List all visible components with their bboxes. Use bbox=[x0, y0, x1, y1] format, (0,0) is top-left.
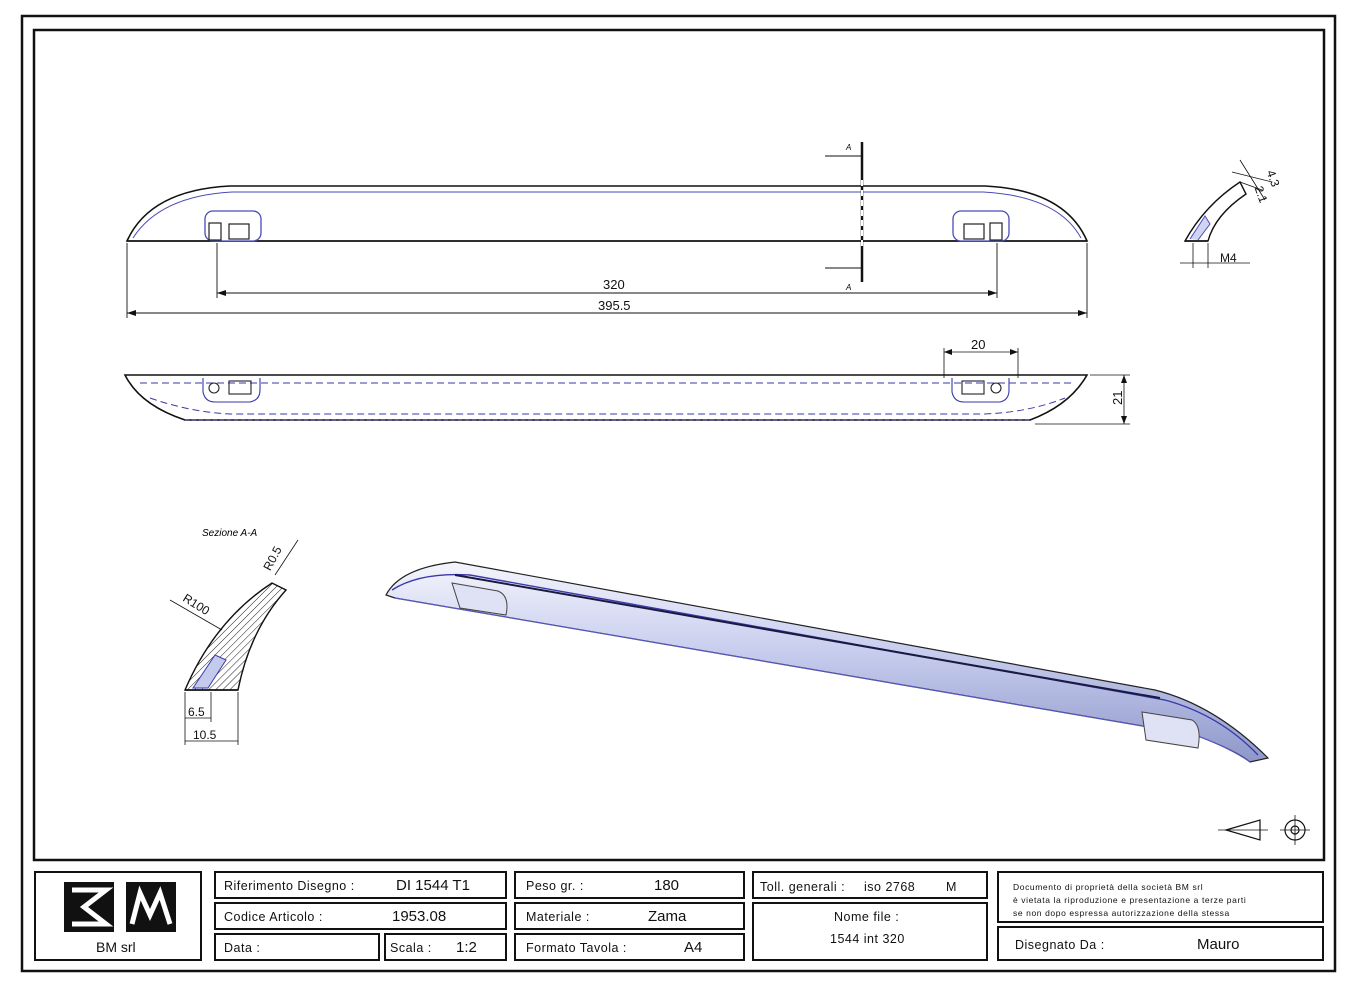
logo-cell: BM srl bbox=[34, 871, 202, 961]
copyright-note-line-3: se non dopo espressa autorizzazione dell… bbox=[1013, 908, 1230, 918]
materiale-label: Materiale : bbox=[526, 910, 590, 924]
dim-m4: M4 bbox=[1220, 251, 1237, 265]
bm-logo-icon bbox=[64, 882, 176, 932]
tolleranze-label: Toll. generali : bbox=[760, 880, 846, 894]
nome-file-cell: Nome file : 1544 int 320 bbox=[752, 902, 988, 961]
side-profile-view: 4.3 2.1 M4 bbox=[1180, 159, 1283, 268]
rif-disegno-value: DI 1544 T1 bbox=[396, 877, 470, 894]
isometric-view bbox=[385, 561, 1270, 763]
copyright-note-line-2: è vietata la riproduzione e presentazion… bbox=[1013, 895, 1247, 905]
nome-file-value: 1544 int 320 bbox=[830, 932, 905, 946]
dim-20: 20 bbox=[971, 337, 985, 352]
dim-10-5: 10.5 bbox=[193, 728, 217, 742]
disegnato-label: Disegnato Da : bbox=[1015, 938, 1105, 952]
section-marker-top: A bbox=[845, 143, 851, 152]
dim-320: 320 bbox=[603, 277, 625, 292]
scala-cell: Scala : 1:2 bbox=[384, 933, 507, 961]
tolleranze-class: M bbox=[946, 880, 957, 894]
projection-symbol-icon bbox=[1218, 815, 1310, 845]
disegnato-cell: Disegnato Da : Mauro bbox=[997, 926, 1324, 961]
inner-frame bbox=[32, 28, 1326, 862]
dim-21: 21 bbox=[1110, 391, 1125, 405]
disegnato-value: Mauro bbox=[1197, 936, 1240, 953]
radius-r0-5: R0.5 bbox=[260, 544, 284, 573]
formato-value: A4 bbox=[684, 939, 703, 956]
section-a-a: Sezione A-A R0.5 R100 6.5 10.5 bbox=[169, 528, 299, 745]
nome-file-label: Nome file : bbox=[834, 910, 900, 924]
codice-articolo-cell: Codice Articolo : 1953.08 bbox=[214, 902, 507, 930]
dim-2-1: 2.1 bbox=[1252, 184, 1271, 205]
materiale-cell: Materiale : Zama bbox=[514, 902, 745, 930]
rif-disegno-label: Riferimento Disegno : bbox=[224, 879, 355, 893]
peso-label: Peso gr. : bbox=[526, 879, 584, 893]
section-marker-bottom: A bbox=[845, 283, 851, 292]
data-label: Data : bbox=[224, 941, 261, 955]
company-name: BM srl bbox=[96, 939, 136, 955]
data-cell: Data : bbox=[214, 933, 380, 961]
formato-cell: Formato Tavola : A4 bbox=[514, 933, 745, 961]
codice-articolo-value: 1953.08 bbox=[392, 908, 447, 925]
formato-label: Formato Tavola : bbox=[526, 941, 627, 955]
scala-label: Scala : bbox=[390, 941, 432, 955]
codice-articolo-label: Codice Articolo : bbox=[224, 910, 323, 924]
dim-6-5: 6.5 bbox=[188, 705, 205, 719]
materiale-value: Zama bbox=[648, 908, 687, 925]
tolleranze-cell: Toll. generali : iso 2768 M bbox=[752, 871, 988, 899]
section-title: Sezione A-A bbox=[202, 528, 258, 539]
copyright-note-cell: Documento di proprietà della società BM … bbox=[997, 871, 1324, 923]
copyright-note-line-1: Documento di proprietà della società BM … bbox=[1013, 882, 1204, 892]
tolleranze-value: iso 2768 bbox=[864, 880, 916, 894]
dim-4-3: 4.3 bbox=[1264, 168, 1283, 189]
scala-value: 1:2 bbox=[456, 939, 477, 956]
peso-value: 180 bbox=[654, 877, 680, 894]
dim-395-5: 395.5 bbox=[598, 298, 631, 313]
outer-frame bbox=[20, 14, 1337, 973]
rif-disegno-cell: Riferimento Disegno : DI 1544 T1 bbox=[214, 871, 507, 899]
radius-r100: R100 bbox=[180, 591, 212, 618]
peso-cell: Peso gr. : 180 bbox=[514, 871, 745, 899]
front-view: A A 320 395.5 bbox=[125, 142, 1089, 318]
top-view: 20 21 bbox=[123, 337, 1130, 425]
